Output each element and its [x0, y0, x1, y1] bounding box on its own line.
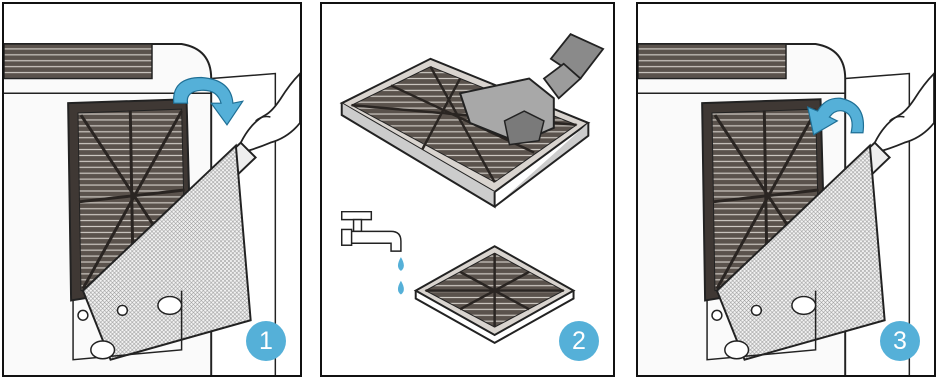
step-number-badge: 1 [246, 321, 286, 361]
step-number-badge: 3 [880, 321, 920, 361]
top-vent-grille [4, 44, 152, 79]
step-3-panel: 3 [636, 2, 936, 377]
top-vent-grille [638, 44, 786, 79]
step-number-badge: 2 [559, 321, 599, 361]
hand-illustration [241, 74, 300, 151]
filter-tray-bottom [416, 246, 574, 343]
step-1-panel: 1 [2, 2, 302, 377]
reinstall-filter-illustration [638, 4, 934, 375]
step-2-panel: 2 [320, 2, 615, 377]
hand-illustration [875, 74, 934, 151]
water-tap-icon [342, 212, 401, 251]
water-drop-icon [398, 281, 404, 295]
clean-filter-illustration [322, 4, 613, 375]
water-drop-icon [398, 257, 404, 271]
remove-filter-illustration [4, 4, 300, 375]
